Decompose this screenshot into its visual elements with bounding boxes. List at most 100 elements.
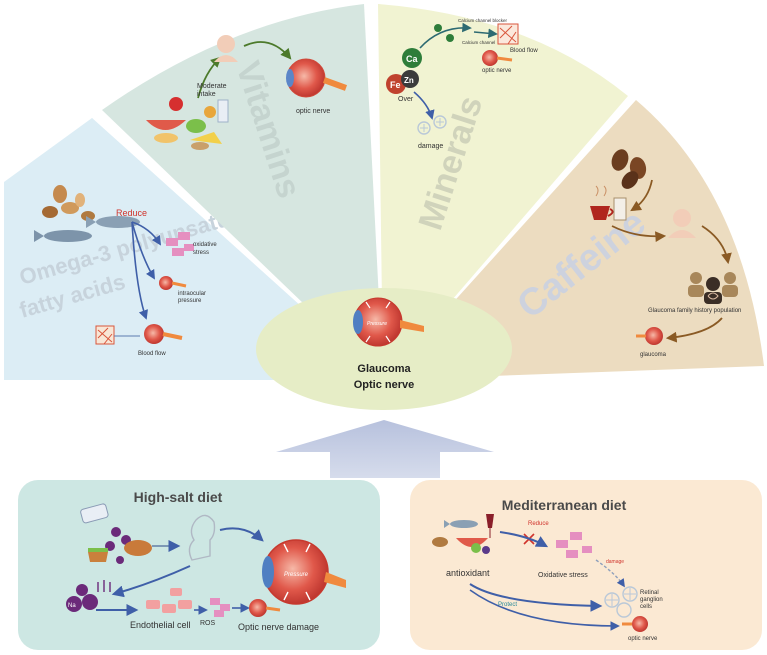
zinc-icon xyxy=(401,70,419,88)
omega3-arrow-bloodflow xyxy=(131,221,148,320)
mediterranean-damage-label: damage xyxy=(606,559,624,565)
caffeine-family-label: Glaucoma family history population xyxy=(648,308,741,314)
nuts-icon xyxy=(42,185,95,221)
minerals-arrow-damage xyxy=(413,91,435,120)
caffeine-arrow-cup xyxy=(630,179,653,212)
mediterranean-arrow-protect xyxy=(469,583,603,612)
family-population-icon xyxy=(688,272,738,304)
center-eye-label: Pressure xyxy=(367,321,387,327)
oxidative-stress-cells-icon xyxy=(166,232,194,256)
caffeine-glaucoma-label: glaucoma xyxy=(640,352,667,358)
high-salt-panel: High-salt diet Pressure xyxy=(18,480,380,650)
mediterranean-reduce-label: Reduce xyxy=(528,521,549,527)
minerals-bloodflow-label: Blood flow xyxy=(510,48,538,54)
sector-vitamins: Vitamins Moderate intake optic nerve xyxy=(102,4,383,380)
calcium-icon xyxy=(402,48,422,68)
person-head-icon xyxy=(668,209,696,238)
sector-minerals: Minerals Ca Calcium channel blocker Calc… xyxy=(378,4,628,380)
omega3-reduce-label: Reduce xyxy=(116,208,147,218)
mediterranean-panel: Mediterranean diet antioxidant Reduce Ox… xyxy=(410,480,762,650)
person-silhouette-icon xyxy=(188,514,216,561)
eye-icon xyxy=(622,616,648,632)
coffee-beans-icon xyxy=(611,149,647,189)
vitamins-moderate-line2: intake xyxy=(197,91,216,98)
omega3-oxidative-line1: oxidative xyxy=(193,242,217,248)
minerals-blocker-label: Calcium channel blocker xyxy=(458,18,508,23)
minerals-fe-label: Fe xyxy=(390,80,401,90)
mediterranean-arrow-damage xyxy=(595,559,625,588)
caffeine-arrow-glaucoma xyxy=(665,317,723,343)
vitamins-optic-nerve-label: optic nerve xyxy=(296,108,330,115)
fish-icon xyxy=(34,216,140,242)
minerals-optic-nerve-label: optic nerve xyxy=(482,68,512,74)
omega3-intraocular-line2: pressure xyxy=(178,298,202,304)
sodium-ions-icon xyxy=(66,580,111,612)
glaucoma-eye-icon: Pressure xyxy=(353,297,424,347)
center-glaucoma: Pressure Glaucoma Optic nerve xyxy=(256,288,512,410)
vitamins-moderate-line1: Moderate xyxy=(197,83,227,90)
minerals-over-label: Over xyxy=(398,96,414,103)
small-ca-icon xyxy=(446,34,454,42)
minerals-ca-label: Ca xyxy=(406,54,418,64)
small-ca-icon xyxy=(434,24,442,32)
vessel-network-icon xyxy=(497,23,519,45)
mediterranean-arrow-optic xyxy=(469,589,620,631)
salt-damage-label: Optic nerve damage xyxy=(238,622,319,632)
minerals-damage-label: damage xyxy=(418,143,443,150)
endothelial-cells-icon xyxy=(146,588,192,613)
omega3-arrow-iop xyxy=(131,221,155,280)
damaged-cells-icon xyxy=(417,115,447,135)
salt-endothelial-label: Endothelial cell xyxy=(130,620,191,630)
omega3-intraocular-line1: intraocular xyxy=(178,291,206,297)
caffeine-arrow-person xyxy=(611,225,667,242)
mediterranean-retinal-line3: cells xyxy=(640,604,652,610)
salt-arrow-eye xyxy=(219,527,264,542)
upward-arrow xyxy=(276,420,494,478)
minerals-channel-label: Calcium channel xyxy=(462,40,495,45)
salt-ros-label: ROS xyxy=(200,620,216,627)
large-eye-icon: Pressure xyxy=(262,539,346,605)
eye-icon xyxy=(159,276,187,290)
omega3-arrow-oxidative xyxy=(131,221,162,246)
oxidative-stress-cells-icon xyxy=(556,532,592,558)
salt-na-label: Na xyxy=(68,603,76,609)
mediterranean-optic-nerve-label: optic nerve xyxy=(628,636,658,642)
person-head-icon xyxy=(214,35,238,62)
high-salt-title: High-salt diet xyxy=(134,489,223,505)
mediterranean-arrow-oxidative xyxy=(499,531,549,548)
center-title-line2: Optic nerve xyxy=(354,379,415,391)
ros-cells-icon xyxy=(210,598,230,617)
minerals-arrow-ca xyxy=(419,22,472,49)
eye-icon xyxy=(286,58,348,98)
omega3-bloodflow-label: Blood flow xyxy=(138,351,166,357)
eye-icon xyxy=(482,50,513,66)
mediterranean-retinal-line2: ganglion xyxy=(640,597,663,603)
mediterranean-oxidative-label: Oxidative stress xyxy=(538,572,588,579)
vitamins-arrow-eye xyxy=(243,41,292,60)
mediterranean-bg xyxy=(410,480,762,650)
mediterranean-retinal-line1: Retinal xyxy=(640,590,659,596)
retinal-ganglion-cells-icon xyxy=(604,586,638,618)
high-salt-bg xyxy=(18,480,380,650)
vessel-network-icon xyxy=(95,325,115,345)
salt-food-icon xyxy=(80,503,152,564)
eye-icon xyxy=(144,324,183,344)
salt-eye-label: Pressure xyxy=(284,572,309,578)
caffeine-arrow-family xyxy=(701,225,732,265)
omega3-oxidative-line2: stress xyxy=(193,250,209,256)
coffee-cup-icon xyxy=(590,185,627,221)
fruits-vegetables-icon xyxy=(146,97,229,150)
mediterranean-food-icon xyxy=(432,514,494,554)
salt-arrow-back xyxy=(111,565,191,598)
minerals-arrow-flow xyxy=(473,28,498,39)
mediterranean-title: Mediterranean diet xyxy=(502,497,627,513)
minerals-zn-label: Zn xyxy=(404,76,414,85)
eye-icon xyxy=(636,327,663,345)
eye-icon xyxy=(249,599,281,617)
center-title-line1: Glaucoma xyxy=(357,363,411,375)
mediterranean-protect-label: Protect xyxy=(498,602,517,608)
sector-vitamins-bg xyxy=(102,4,383,380)
mediterranean-antioxidant-label: antioxidant xyxy=(446,568,490,578)
center-ellipse xyxy=(256,288,512,410)
